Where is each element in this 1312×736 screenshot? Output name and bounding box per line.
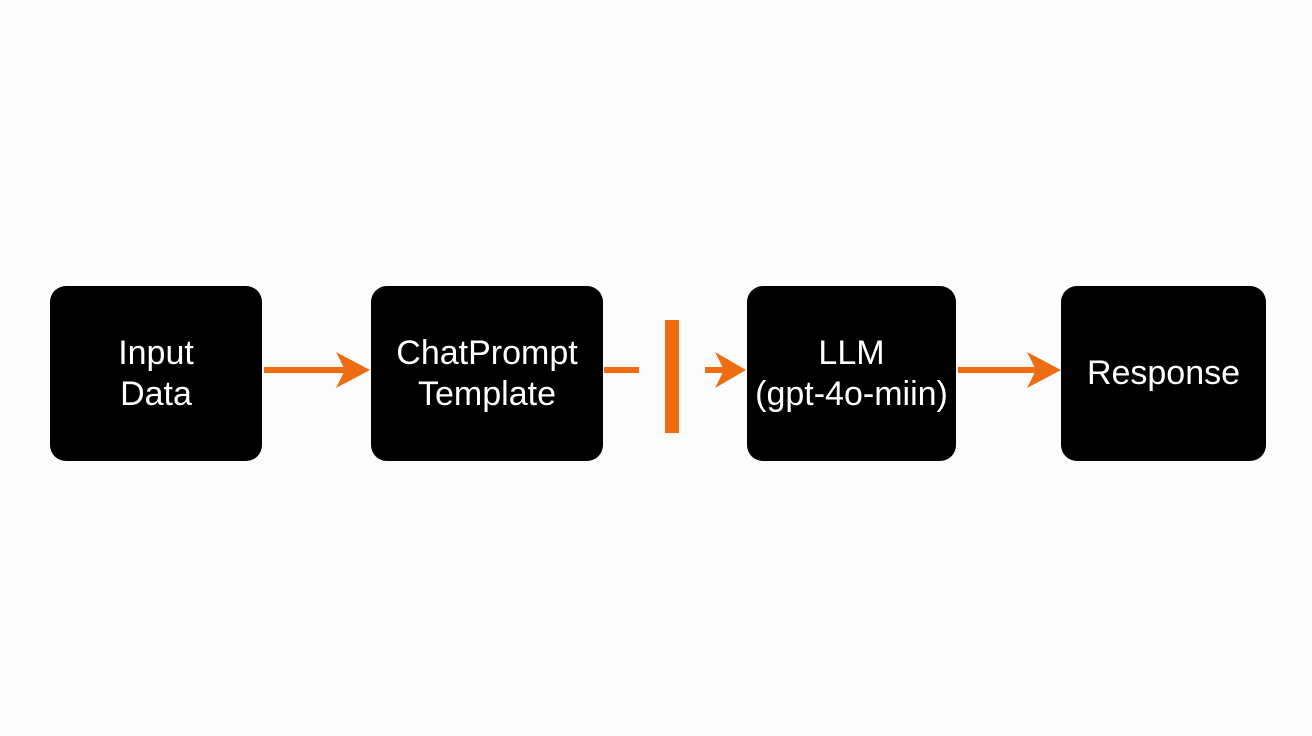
connector-template-to-llm [604,320,746,433]
node-label-line: Response [1086,354,1241,392]
node-label-line: ChatPrompt [396,333,578,372]
node-input-data: Input Data [50,286,262,461]
arrow-input-to-template [264,352,370,388]
arrow-llm-to-response [958,352,1061,388]
node-label-line: Input [118,333,194,372]
node-label-line: Template [418,374,556,413]
arrow-head [715,352,746,388]
pipe-separator [665,320,679,433]
node-label-line: LLM [818,333,885,372]
node-label-line: Data [120,374,192,413]
arrow-head [1027,352,1061,388]
node-response: Response [1061,286,1266,461]
node-chatprompt-template: ChatPrompt Template [371,286,603,461]
arrow-head [336,352,370,388]
node-llm: LLM (gpt-4o-miin) [747,286,956,461]
node-label-line: (gpt-4o-miin) [755,374,948,413]
